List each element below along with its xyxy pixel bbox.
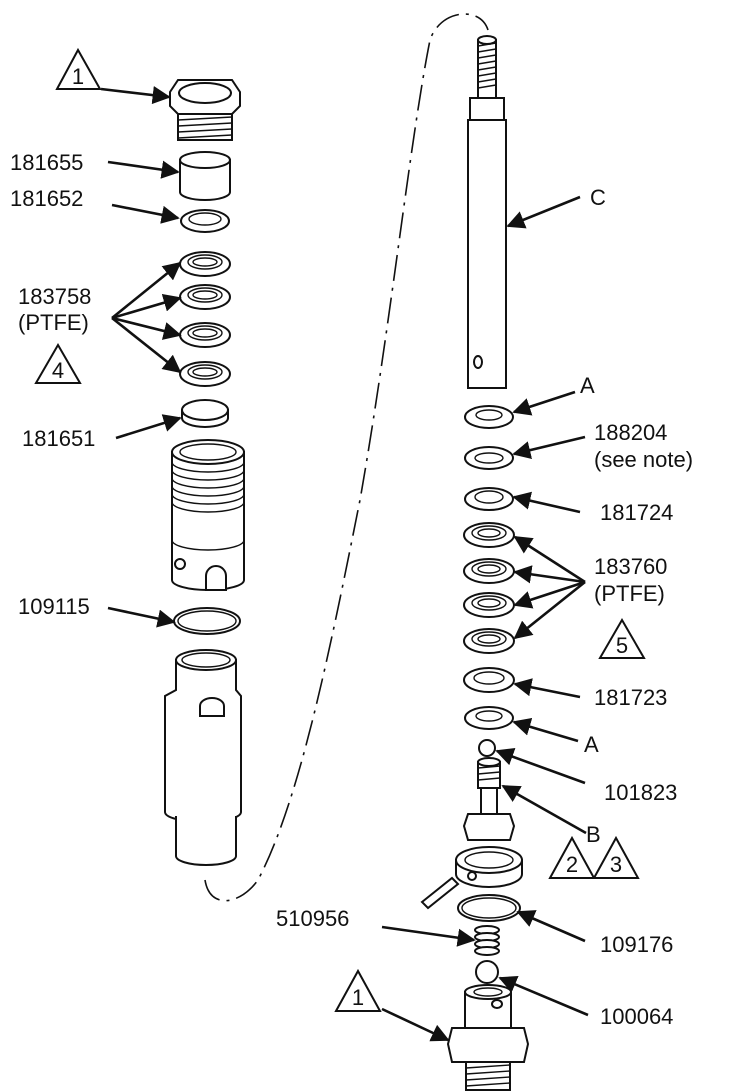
note-triangle-1-top-label: 1 — [72, 64, 84, 89]
label-510956: 510956 — [276, 906, 349, 931]
leader-109115 — [107, 606, 176, 628]
leader-101823 — [495, 748, 586, 785]
part-183758-packing-3 — [179, 322, 231, 348]
leader-183760-4 — [513, 580, 586, 640]
note-triangle-1-bottom-label: 1 — [352, 985, 364, 1010]
lower-cylinder — [164, 649, 242, 866]
label-181724: 181724 — [600, 500, 673, 525]
label-183758: 183758 — [18, 284, 91, 309]
part-183758-packing-1 — [179, 251, 231, 277]
leader-183760-2 — [513, 565, 586, 584]
part-510956-spring — [474, 925, 500, 956]
throat-cylinder — [171, 439, 245, 591]
label-188204-note: (see note) — [594, 447, 693, 472]
label-183758-material: (PTFE) — [18, 310, 89, 335]
part-183758-packing-4 — [179, 361, 231, 387]
part-181724-gland — [464, 487, 514, 511]
leader-183758-4 — [111, 316, 182, 374]
label-A-bottom: A — [584, 732, 599, 757]
note-triangle-1-bottom: 1 — [334, 968, 382, 1012]
label-C: C — [590, 185, 606, 210]
note-triangle-4: 4 — [34, 343, 82, 384]
leader-C — [506, 195, 581, 229]
label-181655: 181655 — [10, 150, 83, 175]
part-183760-packing-1 — [463, 522, 515, 548]
leader-181651 — [115, 414, 182, 440]
leader-181652 — [111, 203, 180, 224]
leader-181723 — [513, 678, 581, 699]
leader-tri-1-top — [100, 86, 171, 105]
note-triangle-5-label: 5 — [616, 633, 628, 658]
note-triangle-3-label: 3 — [610, 852, 622, 877]
foot-valve-housing — [446, 984, 530, 1091]
leader-181655 — [107, 160, 180, 179]
part-181651-ring — [181, 399, 229, 428]
leader-181724 — [512, 491, 581, 514]
label-109115: 109115 — [18, 594, 90, 619]
leader-510956 — [381, 925, 476, 947]
leader-183760-3 — [513, 580, 586, 609]
leader-183760-1 — [513, 535, 586, 584]
part-181652-ring — [180, 209, 230, 233]
label-A-top: A — [580, 373, 595, 398]
label-181651: 181651 — [22, 426, 95, 451]
part-A-washer-top — [464, 405, 514, 429]
leader-188204 — [512, 435, 586, 460]
part-181723-gland — [463, 667, 515, 693]
part-100064-ball — [475, 960, 499, 984]
label-181723: 181723 — [594, 685, 667, 710]
leader-tri-1-bottom — [381, 1007, 450, 1042]
label-188204: 188204 — [594, 420, 667, 445]
part-101823-ball — [478, 739, 496, 757]
leader-A-bottom — [512, 717, 579, 743]
note-triangle-1-top: 1 — [55, 47, 102, 90]
leader-B — [501, 784, 587, 835]
note-triangle-2-label: 2 — [566, 852, 578, 877]
label-B: B — [586, 822, 601, 847]
label-183760-material: (PTFE) — [594, 581, 665, 606]
note-triangle-3: 3 — [592, 835, 640, 879]
part-188204-shim — [464, 446, 514, 470]
label-101823: 101823 — [604, 780, 677, 805]
part-A-washer-bottom — [464, 706, 514, 730]
assembly-centerline — [204, 13, 489, 902]
leader-A-top — [512, 390, 576, 416]
retaining-ring — [455, 846, 523, 888]
leader-183758-1 — [111, 261, 182, 320]
retaining-pin — [420, 876, 460, 910]
note-triangle-2: 2 — [548, 835, 596, 879]
leader-183758-2 — [111, 293, 182, 320]
part-109176-oring — [457, 894, 521, 922]
leader-100064 — [498, 975, 589, 1017]
label-181652: 181652 — [10, 186, 83, 211]
label-100064: 100064 — [600, 1004, 673, 1029]
note-triangle-5: 5 — [598, 618, 646, 659]
leader-109176 — [516, 910, 586, 943]
label-109176: 109176 — [600, 932, 673, 957]
note-triangle-4-label: 4 — [52, 358, 64, 383]
part-B-piston-valve — [462, 757, 516, 841]
part-183758-packing-2 — [179, 284, 231, 310]
piston-rod — [467, 35, 507, 389]
part-183760-packing-2 — [463, 558, 515, 584]
part-183760-packing-4 — [463, 628, 515, 654]
part-181655-sleeve — [179, 151, 231, 201]
part-109115-oring — [173, 607, 241, 635]
leader-183758-3 — [111, 316, 182, 340]
hex-nut-top — [169, 79, 241, 141]
label-183760: 183760 — [594, 554, 667, 579]
part-183760-packing-3 — [463, 592, 515, 618]
